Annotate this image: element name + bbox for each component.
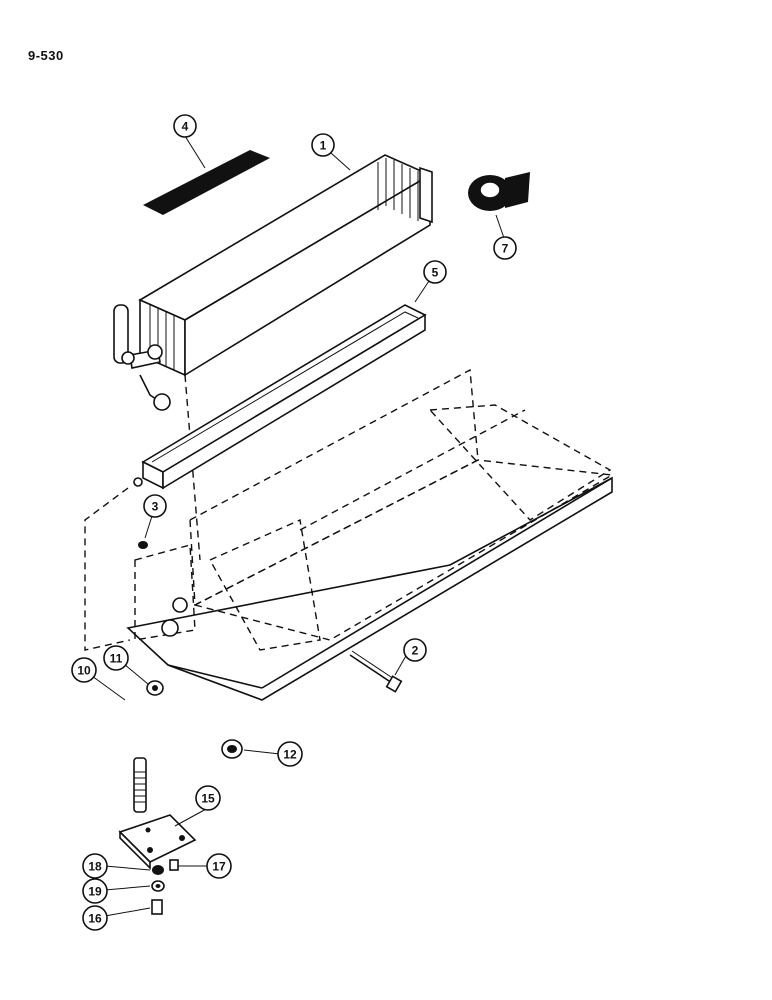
callout-11: 11 — [103, 645, 129, 671]
callout-3: 3 — [143, 494, 167, 518]
part-18-nut — [152, 865, 164, 875]
part-11-hose-clamp — [146, 680, 164, 696]
svg-text:10: 10 — [77, 664, 91, 678]
svg-text:15: 15 — [201, 792, 215, 806]
part-5-drain-pan — [133, 304, 427, 490]
callout-7: 7 — [493, 236, 517, 260]
part-17-screw — [169, 859, 179, 871]
svg-text:7: 7 — [502, 242, 509, 256]
callout-4: 4 — [173, 114, 197, 138]
svg-text:16: 16 — [88, 912, 102, 926]
callout-12: 12 — [277, 741, 303, 767]
part-2-bolt — [349, 650, 403, 693]
part-7-tape-roll — [468, 172, 530, 211]
base-plate — [126, 476, 613, 701]
svg-text:18: 18 — [88, 860, 102, 874]
callout-18: 18 — [82, 853, 108, 879]
housing-outline — [84, 368, 615, 651]
callout-19: 19 — [82, 878, 108, 904]
callout-1: 1 — [311, 133, 335, 157]
callout-10: 10 — [71, 657, 97, 683]
svg-text:11: 11 — [110, 652, 123, 666]
svg-text:4: 4 — [182, 120, 189, 134]
svg-text:3: 3 — [152, 500, 159, 514]
callout-5: 5 — [423, 260, 447, 284]
part-19-washer — [151, 880, 165, 892]
page-code: 9-530 — [28, 48, 64, 63]
svg-text:17: 17 — [212, 860, 226, 874]
svg-text:1: 1 — [320, 139, 327, 153]
part-3-nut — [138, 541, 148, 549]
svg-text:5: 5 — [432, 266, 439, 280]
part-16-bolt — [151, 899, 163, 915]
callout-2: 2 — [403, 638, 427, 662]
callout-17: 17 — [206, 853, 232, 879]
part-15-mounting-plate — [118, 814, 197, 870]
part-1-evaporator-core — [113, 154, 433, 561]
svg-text:12: 12 — [283, 748, 297, 762]
part-4-foam-strip — [143, 150, 270, 215]
callout-leaders — [91, 135, 505, 917]
callout-15: 15 — [195, 785, 221, 811]
svg-text:19: 19 — [88, 885, 102, 899]
callout-16: 16 — [82, 905, 108, 931]
svg-text:2: 2 — [412, 644, 419, 658]
part-10-drain-hose — [103, 689, 147, 813]
part-12-grommet — [221, 739, 243, 759]
